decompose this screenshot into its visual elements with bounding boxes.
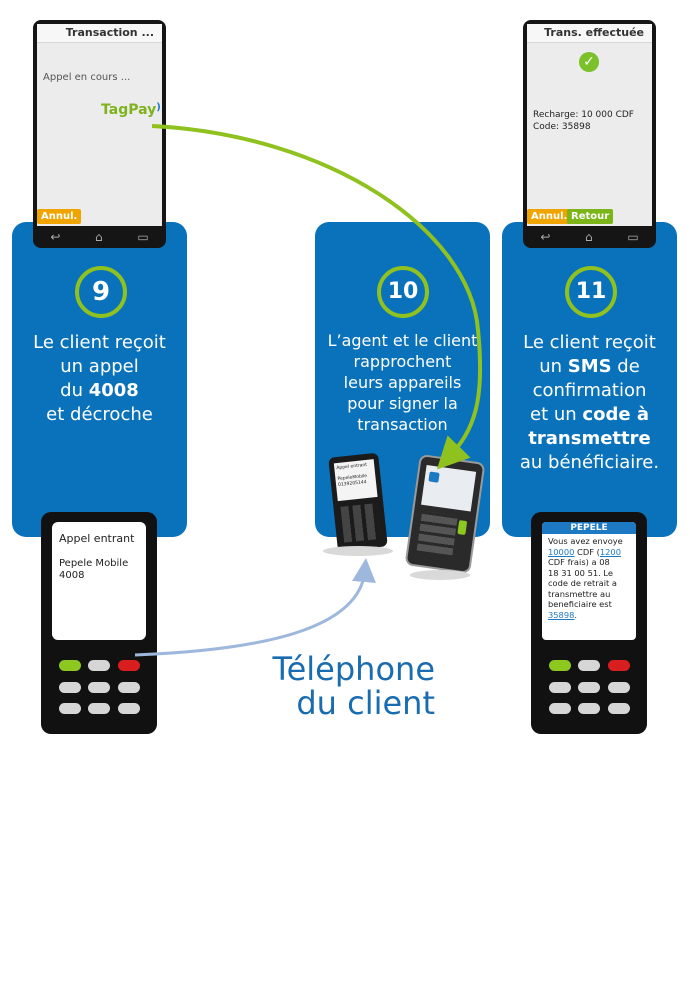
sms-screen: PEPELE Vous avez envoye 10000 CDF (1200 …: [542, 522, 636, 640]
keypad-key[interactable]: [88, 682, 110, 693]
keypad-key[interactable]: [59, 682, 81, 693]
caller-number: 4008: [59, 570, 85, 581]
keypad-key[interactable]: [118, 703, 140, 714]
back-icon[interactable]: ↩: [50, 230, 61, 244]
keypad-key[interactable]: [608, 682, 630, 693]
home-icon[interactable]: ⌂: [585, 230, 593, 244]
phone-shadow: [323, 546, 393, 556]
wave-icon: )): [156, 102, 162, 113]
blue-flow-arrow: [134, 558, 376, 657]
mini-phone-screen: [421, 464, 477, 512]
cancel-button[interactable]: Annul.: [527, 209, 572, 224]
client-phone-incoming-call: Appel entrant Pepele Mobile 4008: [41, 512, 157, 734]
mini-phone-keypad: [416, 510, 458, 556]
step-11-number: 11: [565, 266, 617, 318]
client-phone-sms: PEPELE Vous avez envoye 10000 CDF (1200 …: [531, 512, 647, 734]
recharge-text: Recharge: 10 000 CDF: [533, 110, 634, 120]
agent-mini-phone: [404, 453, 486, 575]
incoming-call-title: Appel entrant: [59, 532, 135, 545]
sms-body: Vous avez envoye 10000 CDF (1200 CDF fra…: [548, 536, 623, 620]
check-icon: ✓: [579, 52, 599, 72]
keypad-key[interactable]: [578, 703, 600, 714]
mini-phone-screen: Appel entrant PepeleMobile 0139205144: [333, 459, 378, 502]
keypad-key[interactable]: [608, 703, 630, 714]
phone-status-title: Trans. effectuée: [527, 24, 652, 43]
keypad-key[interactable]: [578, 660, 600, 671]
client-mini-phone: Appel entrant PepeleMobile 0139205144: [328, 452, 388, 552]
amount-link[interactable]: 10000: [548, 546, 575, 557]
client-phone-caption: Téléphone du client: [272, 650, 435, 722]
sms-header: PEPELE: [542, 522, 636, 534]
back-icon[interactable]: ↩: [540, 230, 551, 244]
agent-phone-confirmed: Trans. effectuée ✓ Recharge: 10 000 CDF …: [523, 20, 656, 248]
recent-apps-icon[interactable]: ▭: [627, 230, 639, 244]
step-9-description: Le client reçoit un appel du 4008 et déc…: [33, 332, 166, 425]
call-key[interactable]: [59, 660, 81, 671]
fee-link[interactable]: 1200: [599, 546, 621, 557]
step-10-description: L’agent et le client rapprochent leurs a…: [327, 331, 478, 434]
back-button[interactable]: Retour: [567, 209, 614, 224]
mini-wave-icon: [428, 471, 440, 483]
keypad-key[interactable]: [118, 682, 140, 693]
cancel-button[interactable]: Annul.: [37, 209, 82, 224]
mini-green-key: [457, 520, 468, 536]
call-status-text: Appel en cours ...: [43, 72, 131, 83]
code-text: Code: 35898: [533, 122, 591, 132]
caller-name: Pepele Mobile: [59, 558, 129, 569]
step-10-number: 10: [377, 266, 429, 318]
end-call-key[interactable]: [608, 660, 630, 671]
tagpay-logo: TagPay)): [101, 102, 162, 118]
keypad-key[interactable]: [88, 703, 110, 714]
code-link[interactable]: 35898: [548, 609, 575, 620]
mini-phone-keypad: [340, 503, 380, 543]
keypad-key[interactable]: [59, 703, 81, 714]
phone-screen: Transaction ... Appel en cours ... TagPa…: [37, 24, 162, 226]
step-9-number: 9: [75, 266, 127, 318]
step-11-description: Le client reçoit un SMS de confirmation …: [519, 332, 660, 473]
keypad-key[interactable]: [88, 660, 110, 671]
phone-screen: Trans. effectuée ✓ Recharge: 10 000 CDF …: [527, 24, 652, 226]
phone-status-title: Transaction ...: [37, 24, 162, 43]
android-navbar: ↩ ⌂ ▭: [523, 226, 656, 248]
home-icon[interactable]: ⌂: [95, 230, 103, 244]
keypad-key[interactable]: [549, 703, 571, 714]
keypad-key[interactable]: [578, 682, 600, 693]
agent-phone-transaction: Transaction ... Appel en cours ... TagPa…: [33, 20, 166, 248]
phone-shadow: [410, 570, 470, 580]
end-call-key[interactable]: [118, 660, 140, 671]
android-navbar: ↩ ⌂ ▭: [33, 226, 166, 248]
recent-apps-icon[interactable]: ▭: [137, 230, 149, 244]
phone-screen: Appel entrant Pepele Mobile 4008: [52, 522, 146, 640]
call-key[interactable]: [549, 660, 571, 671]
keypad-key[interactable]: [549, 682, 571, 693]
